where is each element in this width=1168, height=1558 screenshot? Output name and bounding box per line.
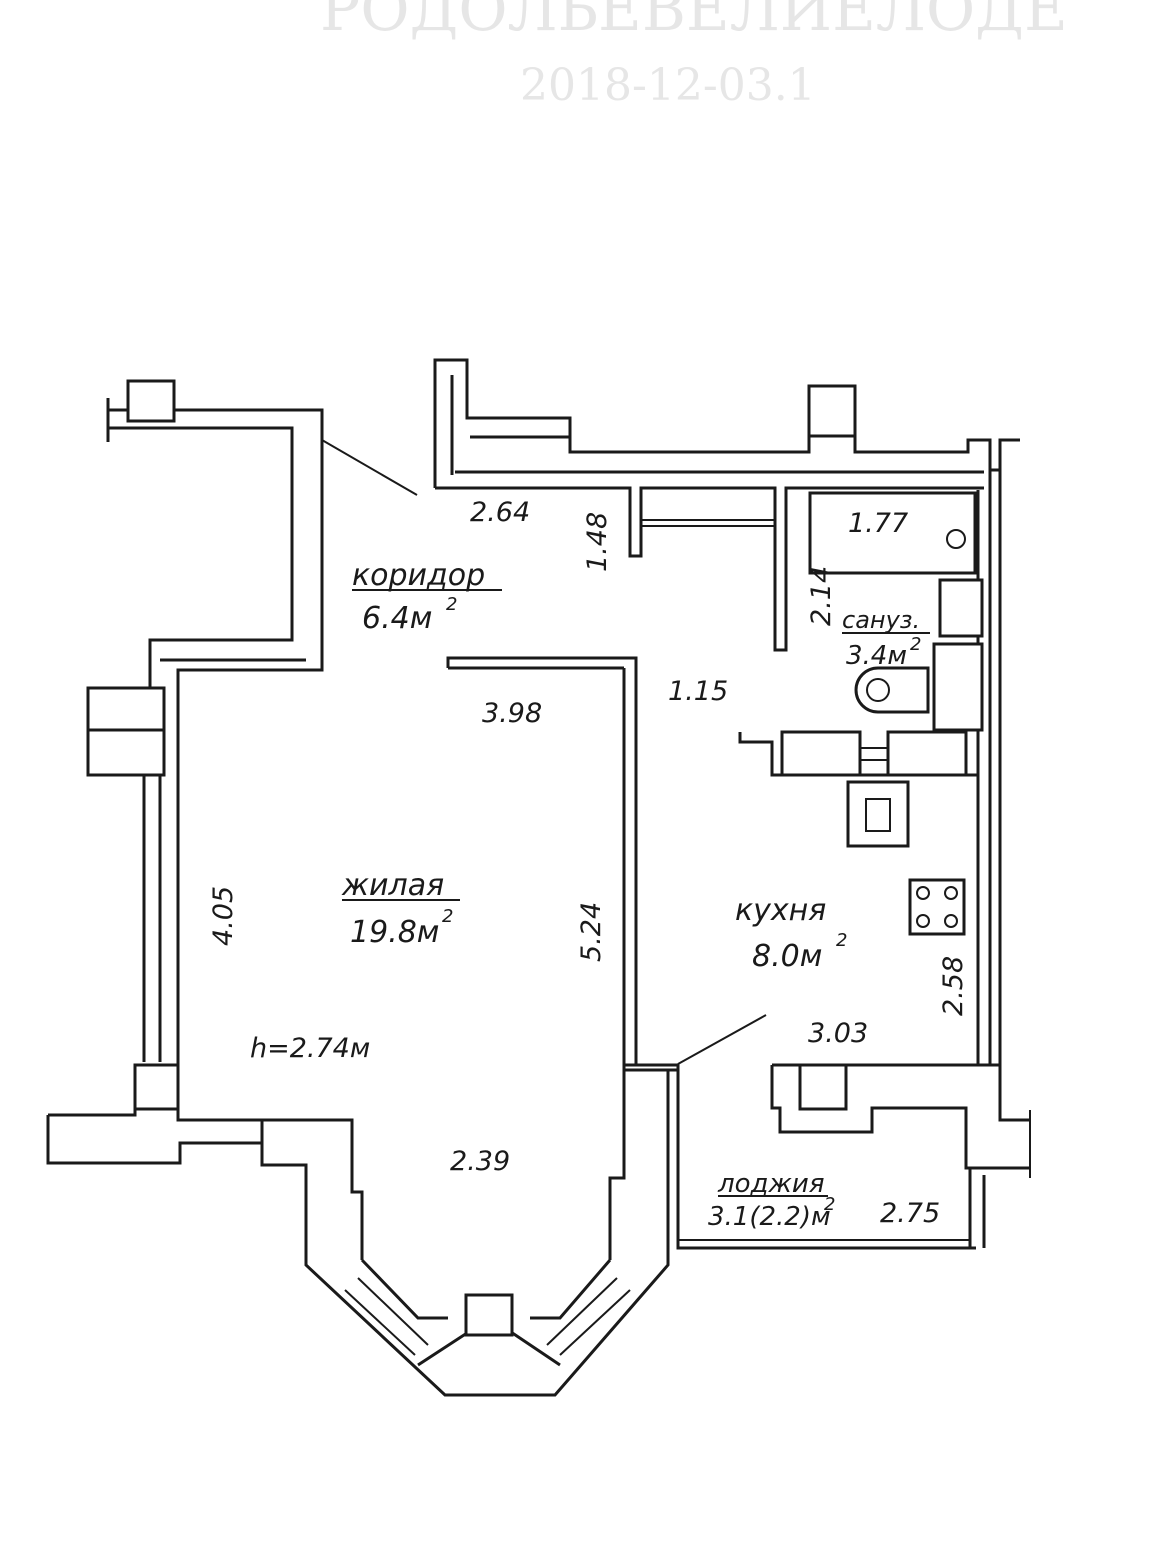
bathroom-cabinet bbox=[932, 642, 984, 732]
pillar-top-left bbox=[126, 379, 176, 423]
right-walls bbox=[976, 470, 1002, 1065]
left-block-upper bbox=[86, 686, 166, 732]
kitchen-area-sup: 2 bbox=[836, 930, 847, 951]
dim-bathtub: 1.77 bbox=[848, 508, 908, 539]
dim-kitchen-bottom: 3.03 bbox=[808, 1018, 868, 1049]
left-block-lower bbox=[86, 728, 166, 777]
living-name: жилая bbox=[341, 868, 444, 903]
dim-kitchen-right: 2.58 bbox=[938, 956, 969, 1016]
dim-living-right: 5.24 bbox=[576, 902, 607, 962]
bathtub-drain-icon bbox=[946, 529, 966, 549]
bathroom-area-sup: 2 bbox=[910, 634, 921, 655]
dim-living-left: 4.05 bbox=[208, 886, 239, 946]
loggia-area-sup: 2 bbox=[824, 1194, 835, 1215]
faded-header-line1: РОДОЛЬЕВЕЛИЕЛОДЕ bbox=[320, 0, 1068, 45]
living-area: 19.8м bbox=[350, 915, 439, 950]
corridor-area-sup: 2 bbox=[446, 594, 457, 615]
dim-living-top: 3.98 bbox=[482, 698, 542, 729]
stove-burner-icon bbox=[944, 886, 958, 900]
dim-passage: 1.15 bbox=[668, 676, 728, 707]
ceiling-height: h=2.74м bbox=[250, 1033, 370, 1064]
bathroom-area: 3.4м bbox=[846, 641, 907, 671]
kitchen-block-2 bbox=[886, 730, 968, 777]
kitchen-leader-line bbox=[677, 1014, 767, 1065]
bay-window bbox=[46, 1063, 670, 1397]
pillar-bay-bottom bbox=[464, 1293, 514, 1337]
pillar-bay-left bbox=[133, 1063, 180, 1111]
dim-corridor-width: 2.64 bbox=[470, 497, 530, 528]
dim-bathroom-depth: 2.14 bbox=[806, 566, 837, 626]
bathroom-shelf bbox=[938, 578, 984, 638]
loggia-area: 3.1(2.2)м bbox=[708, 1202, 831, 1232]
living-area-sup: 2 bbox=[442, 906, 453, 927]
loggia-name: лоджия bbox=[717, 1169, 824, 1199]
left-wing-walls bbox=[106, 398, 324, 1065]
living-room-partition bbox=[446, 656, 638, 1065]
dim-loggia: 2.75 bbox=[880, 1198, 940, 1229]
entry-leader-line bbox=[321, 439, 418, 496]
dim-bay-window: 2.39 bbox=[450, 1146, 510, 1177]
bathtub bbox=[808, 491, 977, 575]
corridor-area: 6.4м bbox=[362, 601, 432, 636]
stove-burner-icon bbox=[916, 886, 930, 900]
stove-burner-icon bbox=[944, 914, 958, 928]
kitchen-sink bbox=[846, 780, 910, 848]
bathroom-name: сануз. bbox=[842, 606, 920, 634]
stove-burner-icon bbox=[916, 914, 930, 928]
pillar-loggia bbox=[798, 1063, 848, 1111]
kitchen-block-1 bbox=[780, 730, 862, 777]
dim-corridor-depth: 1.48 bbox=[582, 512, 613, 572]
loggia-walls bbox=[668, 1063, 1031, 1250]
corridor-name: коридор bbox=[352, 558, 485, 593]
kitchen-name: кухня bbox=[735, 893, 826, 928]
top-walls bbox=[433, 358, 1020, 652]
kitchen-area: 8.0м bbox=[752, 939, 822, 974]
pillar-top-center bbox=[807, 384, 857, 438]
sink-basin-icon bbox=[865, 798, 891, 832]
faded-header-line2: 2018-12-03.1 bbox=[520, 60, 816, 111]
